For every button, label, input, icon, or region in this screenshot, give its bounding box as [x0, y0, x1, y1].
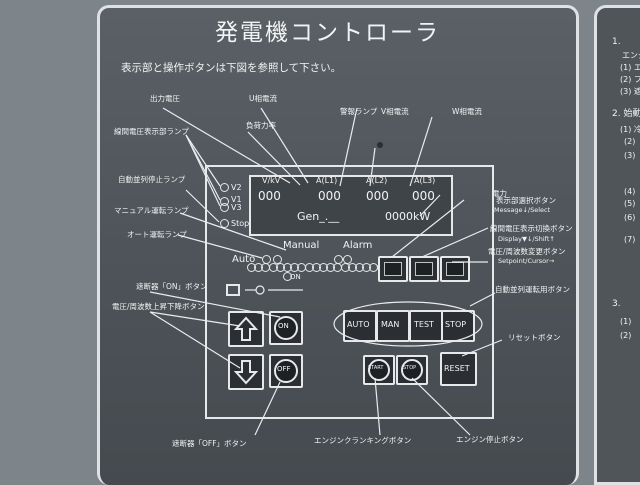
breaker-on-label: ON [278, 322, 289, 330]
stop-mode-label: STOP [445, 320, 467, 329]
on-label: ON [290, 273, 301, 281]
panel-subtitle: 表示部と操作ボタンは下図を参照して下さい。 [121, 62, 342, 74]
callout-w-current: W相電流 [452, 107, 482, 116]
callout-engine-stop: エンジン停止ボタン [456, 435, 524, 444]
side-text-14: 3. [612, 299, 621, 309]
manual-label: Manual [283, 240, 320, 251]
breaker-off-label: OFF [277, 365, 291, 373]
callout-volt-freq-updown: 電圧/周波数上昇下降ボタン [112, 302, 205, 311]
callout-auto-lamp: オート運転ランプ [127, 230, 187, 239]
lcd-value-4: 000 [412, 189, 435, 203]
side-text-10: (4) [624, 187, 636, 196]
man-mode-button[interactable]: MAN [376, 310, 410, 342]
side-text-7: (1) 冷 [620, 125, 640, 134]
arrow-down-icon [233, 360, 259, 385]
callout-auto-parallel: 自動並列運転用ボタン [495, 285, 570, 294]
side-text-3: (1) エ [620, 63, 640, 72]
callout-manual-lamp: マニュアル運転ランプ [114, 206, 189, 215]
side-text-1: 1. [612, 37, 621, 47]
engine-stop-label: STOP [403, 365, 417, 371]
controller-outline [205, 165, 494, 419]
breaker-symbol [226, 284, 240, 296]
side-text-12: (6) [624, 213, 636, 222]
lcd-header-a1: A(L1) [316, 176, 338, 185]
callout-setpoint-btn: 電圧/周波数変更ボタン [488, 247, 566, 256]
engine-stop-button[interactable]: STOP [396, 355, 428, 385]
lcd-value-1: 000 [258, 189, 281, 203]
lcd-value-3: 000 [366, 189, 389, 203]
auto-mode-label: AUTO [347, 320, 370, 329]
callout-u-current: U相電流 [249, 94, 277, 103]
message-select-button[interactable] [378, 256, 408, 282]
callout-voltage-display-lamp: 線間電圧表示部ランプ [114, 127, 189, 136]
lcd-value-2: 000 [318, 189, 341, 203]
callout-breaker-off: 遮断器「OFF」ボタン [172, 439, 247, 448]
side-text-15: (1) [620, 317, 632, 326]
voltage-down-button[interactable] [228, 354, 264, 390]
side-text-4: (2) フ [620, 75, 640, 84]
lamp-v2-label: V2 [231, 183, 242, 192]
status-led [273, 255, 282, 264]
side-instruction-panel [594, 5, 640, 485]
callout-setpoint-en: Setpoint/Cursor→ [498, 257, 555, 265]
lcd-power-text: 0000kW [385, 210, 431, 223]
callout-line-voltage-btn: 線間電圧表示切換ボタン [490, 224, 573, 233]
side-text-8: (2) [624, 137, 636, 146]
side-text-5: (3) 遮 [620, 87, 640, 96]
callout-v-current: V相電流 [381, 107, 409, 116]
engine-start-button[interactable]: START [363, 355, 395, 385]
callout-display-select: 表示部選択ボタン [496, 196, 556, 205]
callout-auto-stop-lamp: 自動並列停止ランプ [118, 175, 186, 184]
callout-display-select-en: Message↓/Select [494, 206, 551, 214]
test-mode-label: TEST [414, 320, 434, 329]
man-mode-label: MAN [381, 320, 400, 329]
callout-breaker-on: 遮断器「ON」ボタン [136, 282, 208, 291]
callout-output-voltage: 出力電圧 [150, 94, 180, 103]
lamp-v3-label: V3 [231, 203, 242, 212]
side-text-9: (3) [624, 151, 636, 160]
callout-line-voltage-en: Display▼↓/Shift↑ [498, 235, 555, 243]
lamp-v3 [220, 203, 229, 212]
callout-load-factor: 負荷力率 [246, 121, 276, 130]
stop-mode-button[interactable]: STOP [441, 310, 475, 342]
alarm-label: Alarm [343, 240, 373, 251]
status-led [343, 255, 352, 264]
panel-title: 発電機コントローラ [215, 20, 440, 46]
display-shift-button[interactable] [409, 256, 439, 282]
arrow-up-icon [233, 316, 259, 341]
auto-label: Auto [232, 254, 256, 265]
voltage-up-button[interactable] [228, 311, 264, 347]
engine-start-label: START [368, 365, 384, 371]
status-led [262, 255, 271, 264]
lamp-stop-label: Stop [231, 219, 250, 228]
breaker-off-button[interactable]: OFF [269, 354, 303, 388]
side-text-13: (7) [624, 235, 636, 244]
test-mode-button[interactable]: TEST [409, 310, 443, 342]
lamp-v1-label: V1 [231, 195, 242, 204]
side-text-11: (5) [624, 199, 636, 208]
callout-engine-cranking: エンジンクランキングボタン [314, 436, 412, 445]
lcd-display [249, 175, 453, 236]
lcd-mode-text: Gen_.__ [297, 210, 340, 223]
callout-reset: リセットボタン [508, 333, 561, 342]
lamp-stop [220, 219, 229, 228]
reset-button[interactable]: RESET [440, 352, 477, 386]
lcd-header-a3: A(L3) [414, 176, 436, 185]
callout-alarm-lamp: 警報ランプ [340, 107, 378, 116]
lcd-header-a2: A(L2) [366, 176, 388, 185]
status-led [283, 272, 292, 281]
callout-power: 電力 [492, 189, 507, 198]
breaker-on-button[interactable]: ON [269, 311, 303, 345]
instruction-panel [97, 5, 579, 485]
side-text-16: (2) [620, 331, 632, 340]
lcd-header-v: V/kV [262, 176, 281, 185]
reset-label: RESET [444, 364, 470, 373]
lamp-v2 [220, 183, 229, 192]
status-led [334, 255, 343, 264]
side-text-6: 2. 始動 [612, 109, 640, 119]
side-text-2: エンジ [622, 51, 640, 60]
